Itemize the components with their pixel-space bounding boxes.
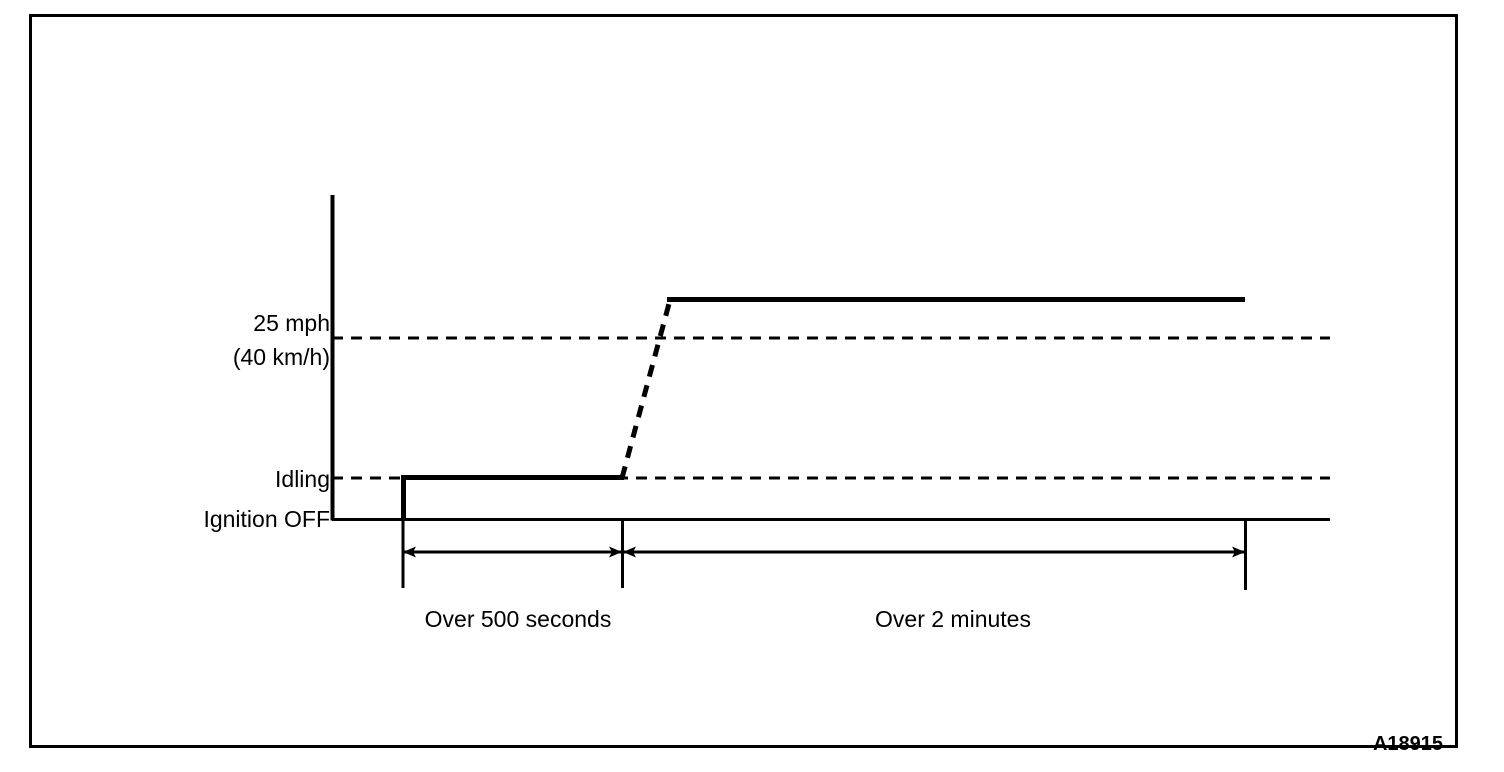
- axis-label-speed-kmh: (40 km/h): [233, 344, 330, 370]
- figure-id-label: A18915: [1373, 733, 1443, 755]
- axis-label-speed-mph: 25 mph: [253, 310, 330, 336]
- duration-label-phase-one: Over 500 seconds: [425, 606, 612, 632]
- axis-label-idling: Idling: [275, 466, 330, 492]
- axis-label-ignition-off: Ignition OFF: [203, 506, 330, 532]
- profile-segment-acceleration: [619, 299, 673, 479]
- figure-border: [29, 14, 1458, 748]
- duration-label-phase-two: Over 2 minutes: [875, 606, 1031, 632]
